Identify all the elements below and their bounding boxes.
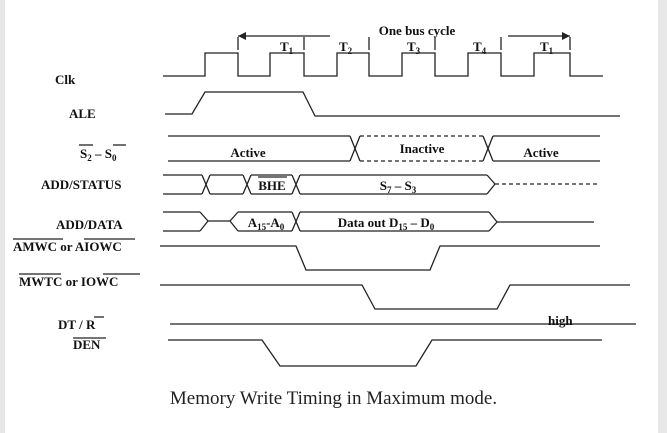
status-active-2: Active (523, 145, 559, 160)
signal-labels: Clk ALE S2 – S0 ADD/STATUS ADD/DATA AMWC… (13, 72, 140, 352)
state-t2: T2 (339, 39, 353, 56)
add-status-bhe: BHE (258, 178, 285, 193)
waveform-den (168, 339, 602, 367)
state-t4: T4 (473, 39, 487, 56)
waveform-amwc (160, 245, 600, 271)
waveform-mwtc (160, 284, 630, 310)
label-status-lines: S2 – S0 (80, 146, 117, 163)
waveform-status: Active Inactive Active (168, 135, 600, 162)
state-t1-next: T1 (540, 39, 554, 56)
waveform-ale (165, 91, 620, 117)
right-frame-edge (658, 0, 667, 433)
state-separators (237, 37, 571, 50)
state-t1: T1 (280, 39, 294, 56)
label-clk: Clk (55, 72, 76, 87)
add-data-data-out: Data out D15 – D0 (338, 215, 435, 232)
left-frame-edge (0, 0, 5, 433)
bus-cycle-title: One bus cycle (379, 23, 456, 38)
label-add-data: ADD/DATA (56, 217, 123, 232)
add-status-s7-s3: S7 – S3 (380, 178, 417, 195)
status-inactive: Inactive (400, 141, 445, 156)
label-ale: ALE (69, 106, 96, 121)
waveform-add-status: BHE S7 – S3 (163, 174, 600, 195)
label-den: DEN (73, 337, 101, 352)
state-t3: T3 (407, 39, 421, 56)
label-dt-r: DT / R (58, 317, 96, 332)
dt-r-high-note: high (548, 313, 573, 328)
status-active-1: Active (230, 145, 266, 160)
figure-caption: Memory Write Timing in Maximum mode. (169, 388, 498, 409)
waveform-clk (163, 52, 603, 77)
label-add-status: ADD/STATUS (41, 177, 121, 192)
label-amwc-aiowc: AMWC or AIOWC (13, 239, 122, 254)
state-labels: T1 T2 T3 T4 T1 (280, 39, 554, 56)
waveform-add-data: A15-A0 Data out D15 – D0 (163, 211, 594, 232)
add-data-a15-a0: A15-A0 (248, 215, 285, 232)
label-mwtc-iowc: MWTC or IOWC (19, 274, 118, 289)
bus-cycle-bracket: One bus cycle (238, 23, 570, 40)
